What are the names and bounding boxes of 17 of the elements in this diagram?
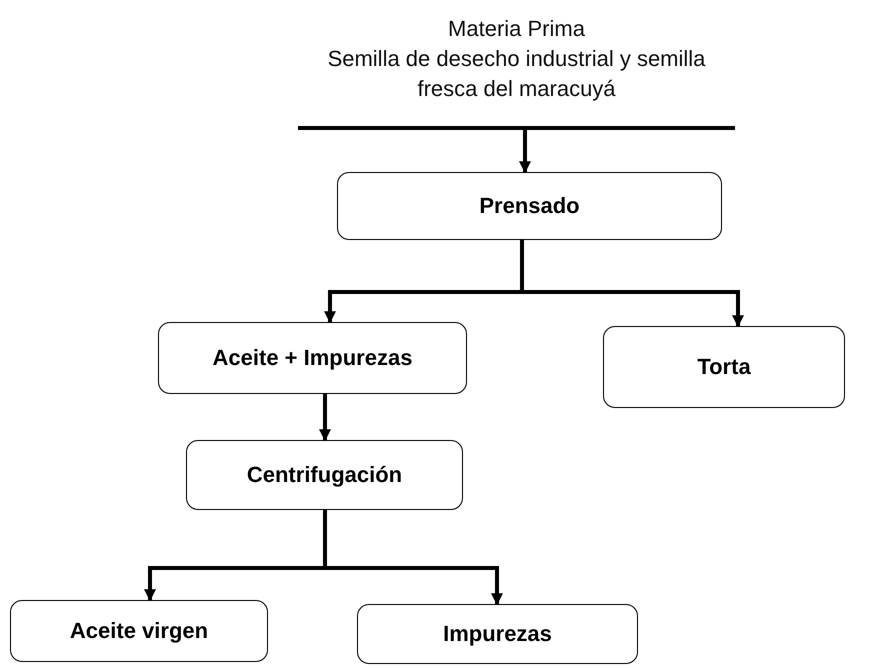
arrow	[519, 130, 531, 174]
box-label: Torta	[697, 354, 751, 380]
process-box	[186, 440, 463, 510]
process-box	[158, 322, 467, 394]
box-label: Impurezas	[443, 621, 552, 647]
process-box	[10, 600, 268, 662]
process-box	[337, 172, 722, 240]
arrow	[319, 394, 331, 442]
arrow	[520, 240, 744, 328]
box-label: Aceite + Impurezas	[212, 345, 412, 371]
process-box	[357, 604, 638, 664]
heading: Materia Prima	[448, 15, 585, 43]
box-label: Prensado	[479, 193, 580, 219]
description: Semilla de desecho industrial y semilla fresca del maracuyá	[326, 45, 706, 103]
process-box	[603, 326, 845, 408]
box-label: Aceite virgen	[70, 618, 208, 644]
box-label: Centrifugación	[246, 462, 402, 488]
